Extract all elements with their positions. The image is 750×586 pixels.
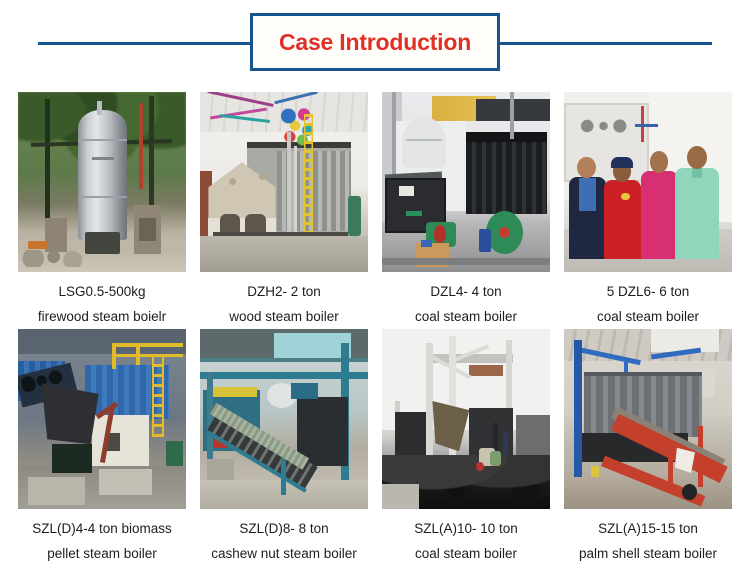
case-card[interactable]: 5 DZL6- 6 ton coal steam boiler: [564, 92, 732, 329]
case-caption-line2: pellet steam boiler: [47, 546, 157, 561]
case-caption-line2: coal steam boiler: [414, 309, 518, 324]
page-title-box: Case Introduction: [250, 13, 500, 71]
case-card[interactable]: SZL(D)4-4 ton biomass pellet steam boile…: [18, 329, 186, 566]
szla10-coal-boiler-photo: [382, 329, 550, 509]
case-caption: LSG0.5-500kg firewood steam boielr: [38, 272, 166, 329]
case-card[interactable]: DZL4- 4 ton coal steam boiler: [382, 92, 550, 329]
page-header: Case Introduction: [0, 0, 750, 88]
page-title: Case Introduction: [278, 28, 472, 55]
case-caption: SZL(D)8- 8 ton cashew nut steam boiler: [211, 509, 357, 566]
case-caption-line1: DZH2- 2 ton: [247, 284, 321, 299]
case-caption: 5 DZL6- 6 ton coal steam boiler: [597, 272, 699, 329]
case-caption-line2: firewood steam boielr: [37, 309, 167, 324]
dzh2-wood-boiler-photo: [200, 92, 368, 272]
szla15-palm-shell-boiler-photo: [564, 329, 732, 509]
case-card[interactable]: DZH2- 2 ton wood steam boiler: [200, 92, 368, 329]
case-caption-line2: palm shell steam boiler: [578, 546, 718, 561]
dzl6-coal-boiler-team-photo: [564, 92, 732, 272]
case-gallery-grid: LSG0.5-500kg firewood steam boielr: [0, 88, 750, 566]
case-caption: DZH2- 2 ton wood steam boiler: [229, 272, 339, 329]
case-caption-line1: 5 DZL6- 6 ton: [606, 284, 690, 299]
case-caption-line2: wood steam boiler: [229, 309, 339, 324]
case-caption: SZL(A)15-15 ton palm shell steam boiler: [579, 509, 717, 566]
lsg-vertical-firewood-boiler-photo: [18, 92, 186, 272]
case-caption-line1: SZL(A)10- 10 ton: [414, 521, 518, 536]
case-caption-line1: SZL(D)8- 8 ton: [239, 521, 329, 536]
case-caption: DZL4- 4 ton coal steam boiler: [415, 272, 517, 329]
dzl4-coal-boiler-photo: [382, 92, 550, 272]
case-caption-line2: coal steam boiler: [596, 309, 700, 324]
case-caption-line2: coal steam boiler: [414, 546, 518, 561]
case-caption: SZL(D)4-4 ton biomass pellet steam boile…: [32, 509, 172, 566]
case-caption-line1: SZL(A)15-15 ton: [598, 521, 698, 536]
case-card[interactable]: SZL(A)15-15 ton palm shell steam boiler: [564, 329, 732, 566]
case-caption-line1: DZL4- 4 ton: [430, 284, 502, 299]
case-caption-line2: cashew nut steam boiler: [211, 546, 357, 561]
szld8-cashew-nut-boiler-photo: [200, 329, 368, 509]
case-card[interactable]: LSG0.5-500kg firewood steam boielr: [18, 92, 186, 329]
case-card[interactable]: SZL(D)8- 8 ton cashew nut steam boiler: [200, 329, 368, 566]
case-caption-line1: LSG0.5-500kg: [58, 284, 146, 299]
case-caption-line1: SZL(D)4-4 ton biomass: [32, 521, 172, 536]
case-card[interactable]: SZL(A)10- 10 ton coal steam boiler: [382, 329, 550, 566]
szld4-biomass-pellet-boiler-photo: [18, 329, 186, 509]
case-caption: SZL(A)10- 10 ton coal steam boiler: [414, 509, 518, 566]
